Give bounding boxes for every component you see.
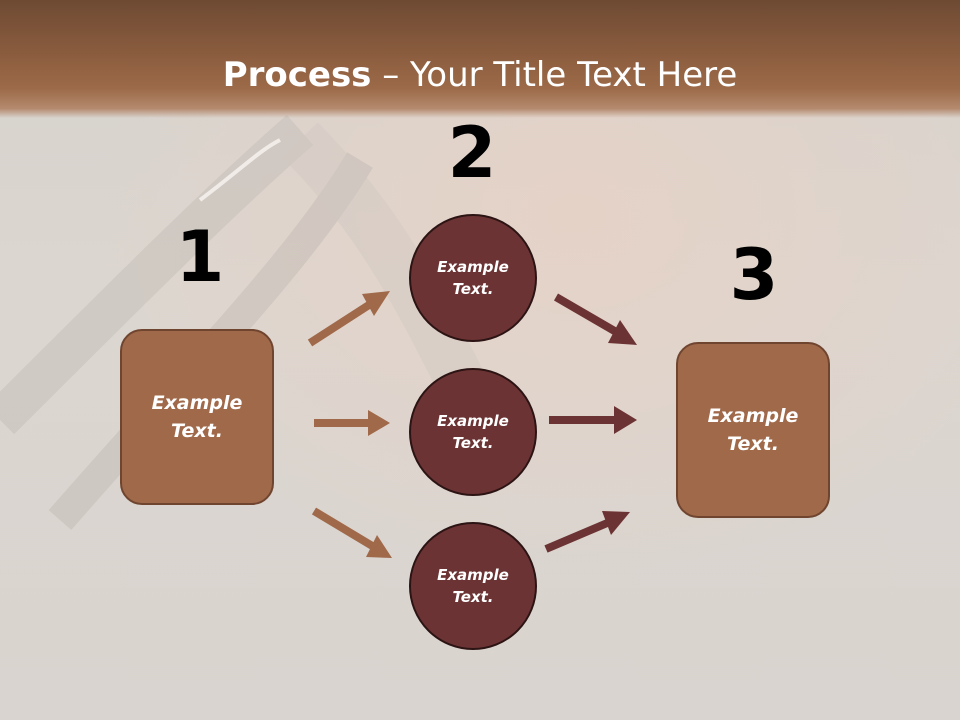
step-2-circle-top: Example Text. xyxy=(409,214,537,342)
step-2-label-bottom: Example Text. xyxy=(437,565,509,607)
step-number-2: 2 xyxy=(447,112,497,194)
arrow-2-to-3-middle xyxy=(549,406,637,434)
step-2-circle-middle: Example Text. xyxy=(409,368,537,496)
title-bold: Process xyxy=(222,55,372,95)
arrow-1-to-2-bottom xyxy=(311,507,392,558)
step-number-3: 3 xyxy=(729,234,779,316)
step-1-box: Example Text. xyxy=(120,329,274,505)
step-2-label-top: Example Text. xyxy=(437,257,509,299)
arrow-2-to-3-top xyxy=(553,293,637,345)
step-1-label: Example Text. xyxy=(151,391,243,443)
title-rest: – Your Title Text Here xyxy=(371,55,738,95)
slide-title: Process – Your Title Text Here xyxy=(0,55,960,95)
step-number-1: 1 xyxy=(175,216,225,298)
arrow-2-to-3-bottom xyxy=(544,511,630,553)
arrow-1-to-2-top xyxy=(307,291,390,347)
step-2-circle-bottom: Example Text. xyxy=(409,522,537,650)
step-3-box: Example Text. xyxy=(676,342,830,518)
step-3-label: Example Text. xyxy=(707,404,799,456)
step-2-label-middle: Example Text. xyxy=(437,411,509,453)
title-bar xyxy=(0,0,960,118)
arrow-1-to-2-middle xyxy=(314,410,390,436)
